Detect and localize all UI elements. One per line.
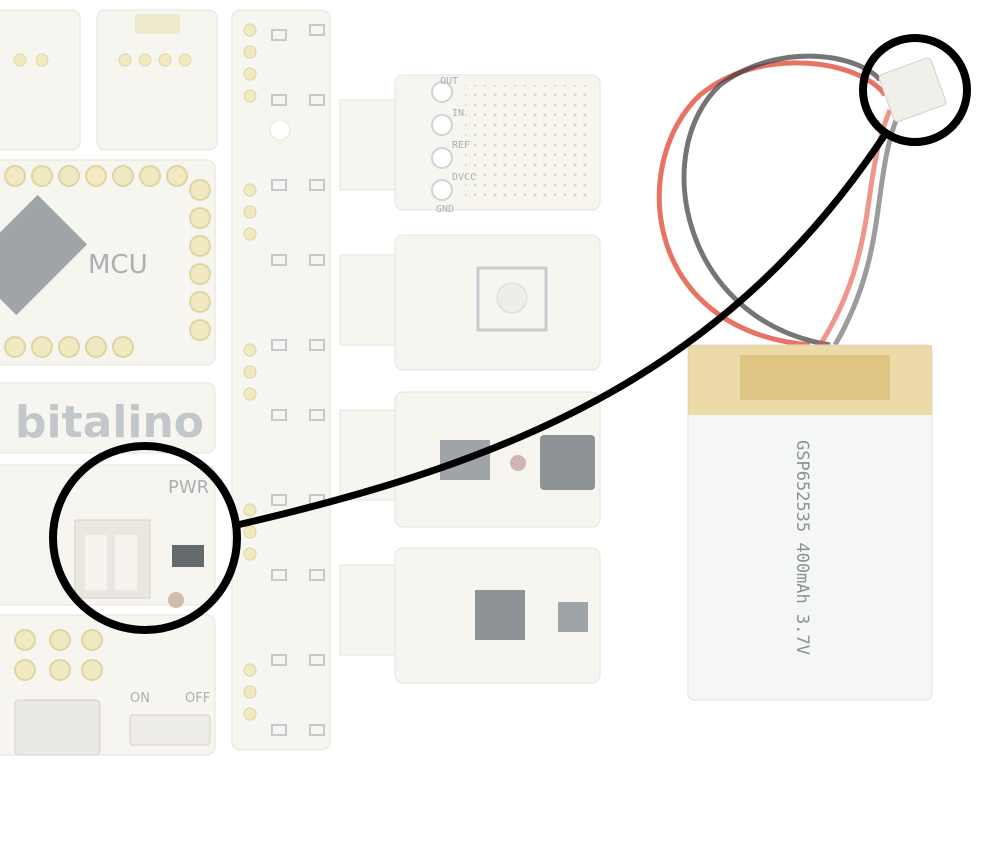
module-top-left [0,9,81,151]
battery-tape [688,345,932,415]
mcu-chip [0,194,88,316]
button-module [339,234,601,371]
lipo-battery: GSP652535 400mAh 3.7V [656,53,947,701]
connector-highlight-circle [859,34,971,146]
usb-port [14,699,101,756]
jst-connector [878,57,947,123]
pwr-label: PWR [168,477,209,498]
pin-out: OUT [440,76,458,87]
mcu-label: MCU [88,250,148,280]
pin-gnd: GND [436,204,454,215]
sensor-module-pins: OUT IN REF DVCC GND [339,74,601,215]
bitalino-board: MCU bitalino PWR ON OFF [0,9,601,756]
connecting-line [236,128,891,529]
connector-spine [231,9,331,751]
switch-off-label: OFF [185,691,210,706]
pin-dvcc: DVCC [452,172,476,183]
module-top-mid [96,9,218,151]
battery-label: GSP652535 400mAh 3.7V [792,440,812,655]
pin-in: IN [452,108,464,119]
black-wire [681,53,882,348]
power-switch [129,714,211,746]
brand-logo: bitalino [15,397,204,448]
switch-on-label: ON [130,691,150,706]
port-highlight-circle [49,442,241,634]
pin-ref: REF [452,140,470,151]
highlight-callout [49,34,971,634]
red-wire [656,60,888,348]
light-module [339,547,601,684]
